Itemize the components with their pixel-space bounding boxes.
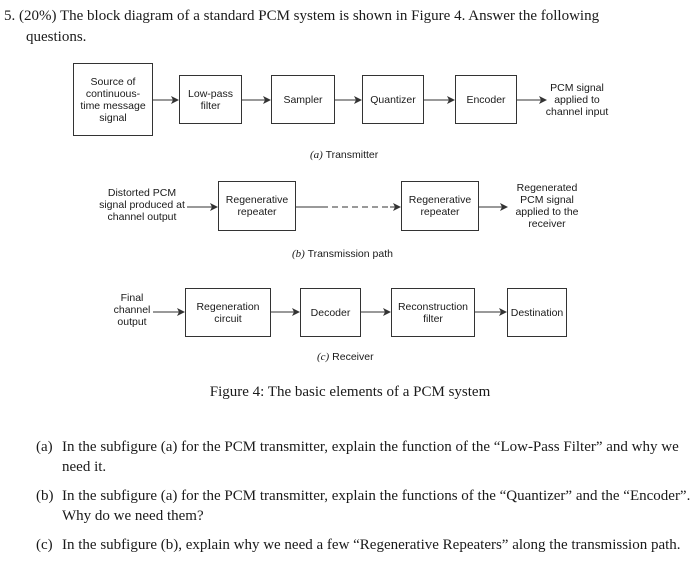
regenerative-repeater-2-box: Regenerative repeater <box>401 181 479 231</box>
transmitter-caption: (a) Transmitter <box>310 149 379 161</box>
decoder-box: Decoder <box>300 288 361 337</box>
regenerative-repeater-1-box: Regenerative repeater <box>218 181 296 231</box>
encoder-box: Encoder <box>455 75 517 124</box>
figure-caption: Figure 4: The basic elements of a PCM sy… <box>209 384 491 400</box>
transmitter-output-label: PCM signal applied to channel input <box>545 82 609 118</box>
question-header-line2: questions. <box>26 29 87 45</box>
receiver-input-label: Final channel output <box>113 292 151 328</box>
path-input-label: Distorted PCM signal produced at channel… <box>99 187 185 223</box>
lowpass-filter-box: Low-pass filter <box>179 75 242 124</box>
lowpass-filter-label: Low-pass filter <box>188 87 233 112</box>
reconstruction-filter-box: Reconstruction filter <box>391 288 475 337</box>
source-label: Source of continuous-time message signal <box>80 75 146 124</box>
quantizer-box: Quantizer <box>362 75 424 124</box>
transmission-path-caption: (b) Transmission path <box>292 248 393 260</box>
subquestion-c: (c) In the subfigure (b), explain why we… <box>36 537 681 553</box>
regeneration-circuit-box: Regeneration circuit <box>185 288 271 337</box>
quantizer-label: Quantizer <box>370 93 416 106</box>
source-box: Source of continuous-time message signal <box>73 63 153 136</box>
sampler-label: Sampler <box>283 93 323 106</box>
subquestion-b: (b) In the subfigure (a) for the PCM tra… <box>36 488 691 524</box>
subquestion-a: (a) In the subfigure (a) for the PCM tra… <box>36 439 679 475</box>
question-header-line1: 5. (20%) The block diagram of a standard… <box>4 8 600 24</box>
question-header: 5. (20%) The block diagram of a standard… <box>4 6 696 48</box>
destination-box: Destination <box>507 288 567 337</box>
encoder-label: Encoder <box>466 93 506 106</box>
path-output-label: Regenerated PCM signal applied to the re… <box>515 182 579 230</box>
receiver-caption: (c) Receiver <box>317 351 374 363</box>
sampler-box: Sampler <box>271 75 335 124</box>
